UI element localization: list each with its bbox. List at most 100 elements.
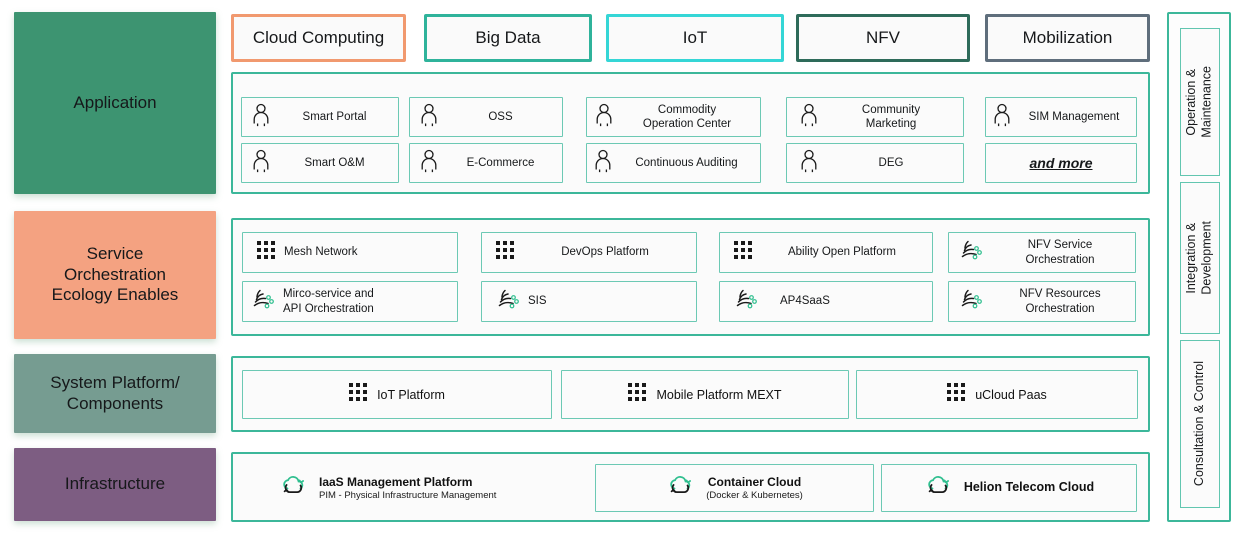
header-pill-cloud-computing[interactable]: Cloud Computing xyxy=(231,14,406,62)
infra-card-label: Container Cloud xyxy=(707,474,802,489)
dot-grid-icon xyxy=(349,383,368,406)
app-card-sim-management[interactable]: SIM Management xyxy=(985,97,1137,137)
person-icon xyxy=(251,103,271,132)
service-card-devops-platform[interactable]: DevOps Platform xyxy=(481,232,697,273)
person-icon xyxy=(593,149,613,178)
rail-item-label: Consultation & Control xyxy=(1192,361,1207,487)
rail-item-label: Operation & Maintenance xyxy=(1184,66,1214,138)
app-card-e-commerce[interactable]: E-Commerce xyxy=(409,143,563,183)
person-icon xyxy=(594,103,614,132)
swirl-icon xyxy=(959,238,985,267)
system-card-mobile-platform-mext[interactable]: Mobile Platform MEXT xyxy=(561,370,849,419)
swirl-icon xyxy=(734,287,760,316)
service-card-label: Ability Open Platform xyxy=(787,246,896,259)
infra-card-container-cloud[interactable]: Container Cloud (Docker & Kubernetes) xyxy=(595,464,874,512)
system-card-label: uCloud Paas xyxy=(975,387,1047,402)
system-card-label: Mobile Platform MEXT xyxy=(656,387,782,402)
header-pill-label: NFV xyxy=(866,28,900,47)
dot-grid-icon xyxy=(947,383,966,406)
service-card-micro-service-api-orchestration[interactable]: Mirco-service and API Orchestration xyxy=(242,281,458,322)
cloud-sync-icon xyxy=(279,473,309,504)
app-card-label: SIM Management xyxy=(1028,110,1120,123)
stage-block-application[interactable]: Application xyxy=(14,12,216,194)
service-card-label: Mirco-service and API Orchestration xyxy=(283,288,374,315)
rail-item-label: Integration & Development xyxy=(1184,221,1214,295)
service-card-label: NFV Resources Orchestration xyxy=(1019,288,1101,315)
person-icon xyxy=(992,103,1012,132)
system-card-label: IoT Platform xyxy=(377,387,445,402)
service-card-label: NFV Service Orchestration xyxy=(1025,239,1095,266)
service-card-nfv-resources-orchestration[interactable]: NFV Resources Orchestration xyxy=(948,281,1136,322)
header-pill-big-data[interactable]: Big Data xyxy=(424,14,592,62)
infrastructure-panel: IaaS Management Platform PIM - Physical … xyxy=(231,452,1150,522)
app-card-oss[interactable]: OSS xyxy=(409,97,563,137)
header-pill-mobilization[interactable]: Mobilization xyxy=(985,14,1150,62)
stage-block-system[interactable]: System Platform/ Components xyxy=(14,354,216,433)
header-pill-nfv[interactable]: NFV xyxy=(796,14,970,62)
stage-label-infrastructure: Infrastructure xyxy=(64,474,166,494)
application-panel: Smart Portal OSS Commodity Operation Cen… xyxy=(231,72,1150,194)
service-orchestration-panel: Mesh Network DevOps Platform Ability Ope… xyxy=(231,218,1150,336)
service-card-ability-open-platform[interactable]: Ability Open Platform xyxy=(719,232,933,273)
header-pill-label: Big Data xyxy=(475,28,541,47)
right-rail: Operation & Maintenance Integration & De… xyxy=(1167,12,1231,522)
app-card-smart-portal[interactable]: Smart Portal xyxy=(241,97,399,137)
stage-label-system: System Platform/ Components xyxy=(50,372,180,413)
app-card-and-more[interactable]: and more xyxy=(985,143,1137,183)
stage-label-service: Service Orchestration Ecology Enables xyxy=(51,243,179,305)
service-card-nfv-service-orchestration[interactable]: NFV Service Orchestration xyxy=(948,232,1136,273)
rail-item-consultation-control[interactable]: Consultation & Control xyxy=(1180,340,1220,508)
app-card-community-marketing[interactable]: Community Marketing xyxy=(786,97,964,137)
person-icon xyxy=(419,103,439,132)
app-card-label: Community Marketing xyxy=(861,103,921,130)
infra-card-label: Helion Telecom Cloud xyxy=(963,480,1095,495)
app-card-label: and more xyxy=(1029,155,1093,171)
service-card-label: AP4SaaS xyxy=(780,295,830,308)
app-card-label: OSS xyxy=(488,110,513,123)
service-card-mesh-network[interactable]: Mesh Network xyxy=(242,232,458,273)
dot-grid-icon xyxy=(496,241,514,264)
person-icon xyxy=(799,103,819,132)
service-card-sis[interactable]: SIS xyxy=(481,281,697,322)
service-card-label: Mesh Network xyxy=(284,246,358,259)
infra-card-label: IaaS Management Platform xyxy=(319,474,473,489)
app-card-continuous-auditing[interactable]: Continuous Auditing xyxy=(586,143,761,183)
app-card-label: Smart Portal xyxy=(302,110,367,123)
infra-card-helion-telecom-cloud[interactable]: Helion Telecom Cloud xyxy=(881,464,1137,512)
app-card-commodity-operation-center[interactable]: Commodity Operation Center xyxy=(586,97,761,137)
header-pill-label: Mobilization xyxy=(1022,28,1113,47)
infra-card-iaas-management-platform[interactable]: IaaS Management Platform PIM - Physical … xyxy=(279,464,619,512)
app-card-smart-om[interactable]: Smart O&M xyxy=(241,143,399,183)
swirl-icon xyxy=(959,287,985,316)
header-pill-iot[interactable]: IoT xyxy=(606,14,784,62)
app-card-deg[interactable]: DEG xyxy=(786,143,964,183)
dot-grid-icon xyxy=(628,383,647,406)
header-pill-label: Cloud Computing xyxy=(252,28,385,47)
service-card-ap4saas[interactable]: AP4SaaS xyxy=(719,281,933,322)
stage-block-service[interactable]: Service Orchestration Ecology Enables xyxy=(14,211,216,339)
swirl-icon xyxy=(496,287,522,316)
system-card-ucloud-paas[interactable]: uCloud Paas xyxy=(856,370,1138,419)
app-card-label: DEG xyxy=(878,156,904,169)
rail-item-operation-maintenance[interactable]: Operation & Maintenance xyxy=(1180,28,1220,176)
rail-item-integration-development[interactable]: Integration & Development xyxy=(1180,182,1220,334)
cloud-sync-icon xyxy=(666,473,696,504)
stage-label-application: Application xyxy=(73,92,157,112)
service-card-label: DevOps Platform xyxy=(561,246,649,259)
app-card-label: Continuous Auditing xyxy=(635,156,738,169)
cloud-sync-icon xyxy=(924,473,954,504)
person-icon xyxy=(251,149,271,178)
app-card-label: E-Commerce xyxy=(466,156,535,169)
infra-card-sublabel: (Docker & Kubernetes) xyxy=(706,489,803,501)
header-pill-label: IoT xyxy=(682,28,708,47)
service-card-label: SIS xyxy=(528,295,547,308)
infra-card-sublabel: PIM - Physical Infrastructure Management xyxy=(319,489,497,501)
swirl-icon xyxy=(251,287,277,316)
app-card-label: Smart O&M xyxy=(304,156,365,169)
system-card-iot-platform[interactable]: IoT Platform xyxy=(242,370,552,419)
system-platform-panel: IoT Platform Mobile Platform MEXT uCloud… xyxy=(231,356,1150,432)
stage-block-infrastructure[interactable]: Infrastructure xyxy=(14,448,216,521)
dot-grid-icon xyxy=(734,241,752,264)
person-icon xyxy=(419,149,439,178)
